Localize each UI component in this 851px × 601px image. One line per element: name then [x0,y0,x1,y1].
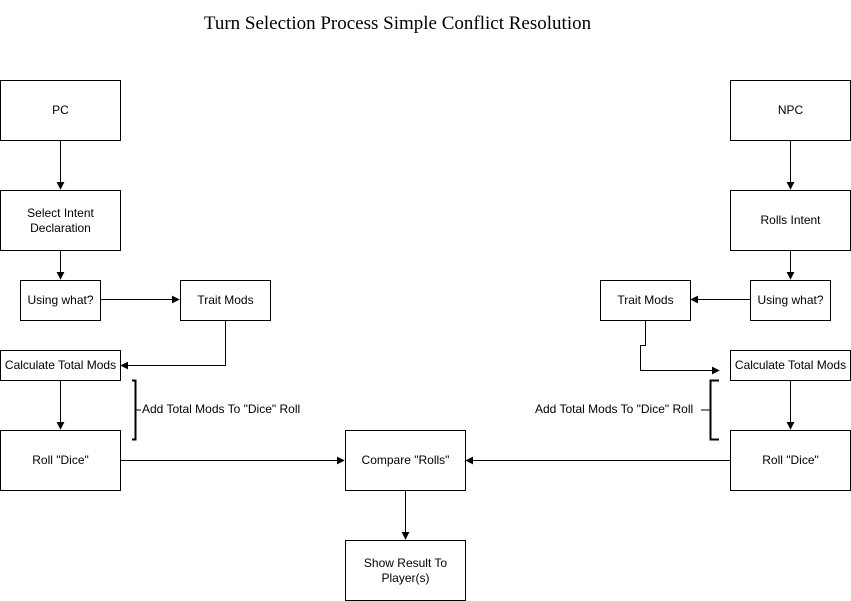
pc-roll-dice-node: Roll "Dice" [0,430,121,491]
edge-pc-trait-to-total [120,320,226,370]
npc-rolls-intent-node: Rolls Intent [730,190,851,251]
npc-roll-dice-node: Roll "Dice" [730,430,851,491]
pc-annotation-text: Add Total Mods To "Dice" Roll [142,402,301,416]
npc-annotation-bracket [709,379,719,441]
npc-calculate-total-node: Calculate Total Mods [730,350,851,381]
edge-npc-trait-to-total [640,320,720,375]
npc-node: NPC [730,80,851,141]
show-result-node: Show Result To Player(s) [345,540,466,601]
npc-trait-mods-node: Trait Mods [600,280,691,321]
pc-select-intent-node: Select Intent Declaration [0,190,121,251]
pc-node: PC [0,80,121,141]
compare-rolls-node: Compare "Rolls" [345,430,466,491]
npc-annotation-text: Add Total Mods To "Dice" Roll [535,402,694,416]
pc-calculate-total-node: Calculate Total Mods [0,350,121,381]
diagram-title: Turn Selection Process Simple Conflict R… [203,13,592,34]
pc-trait-mods-node: Trait Mods [180,280,271,321]
npc-using-what-node: Using what? [750,280,831,321]
pc-annotation-bracket [132,379,137,441]
pc-using-what-node: Using what? [20,280,101,321]
